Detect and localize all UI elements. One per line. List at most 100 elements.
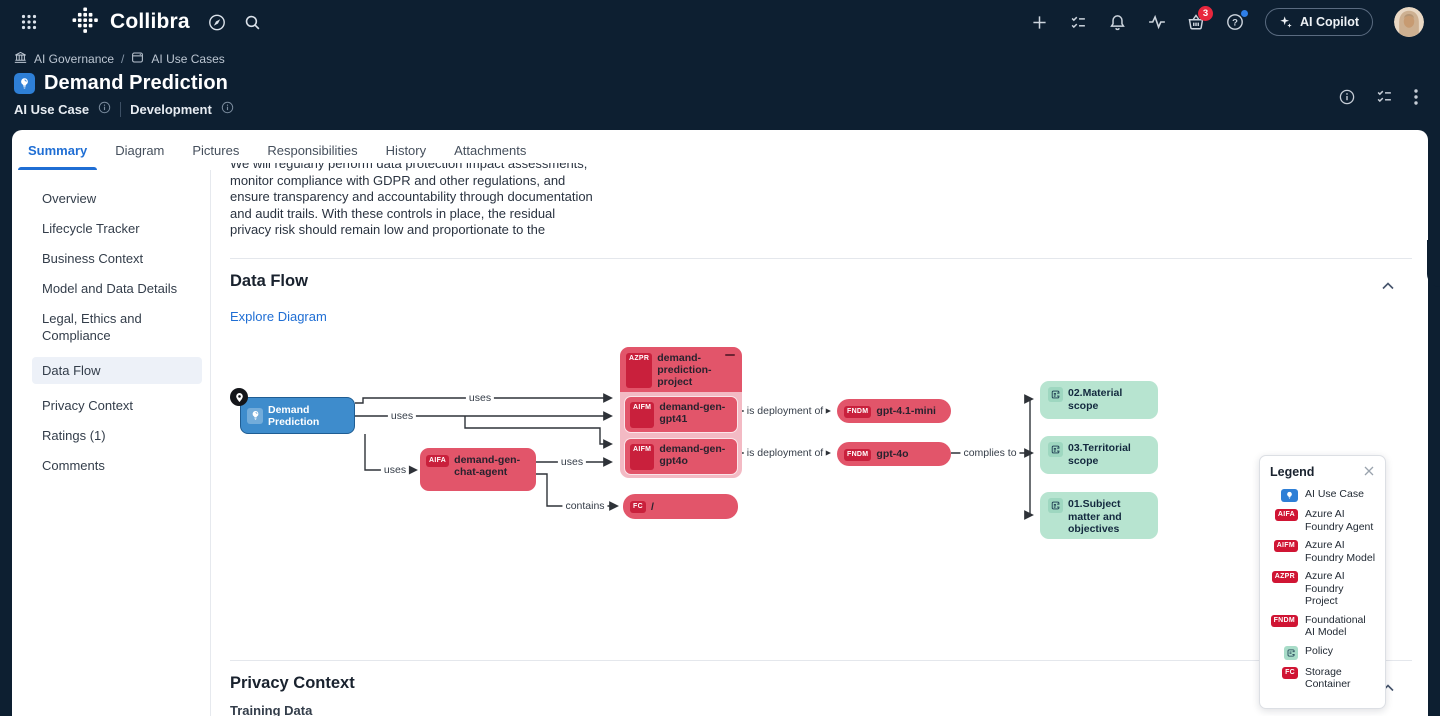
help-icon[interactable]: ? — [1226, 10, 1248, 31]
tasks-icon[interactable] — [1070, 13, 1088, 31]
node-azure-ai-foundry-project[interactable]: AZPR demand-prediction-project AIFM dema… — [620, 347, 742, 478]
node-policy-material-scope[interactable]: 02.Material scope — [1040, 381, 1158, 419]
map-pin-icon — [230, 388, 248, 406]
ai-use-case-icon — [14, 73, 35, 94]
ai-copilot-button[interactable]: AI Copilot — [1264, 8, 1373, 36]
sidebar-item-model-and-data-details[interactable]: Model and Data Details — [42, 281, 178, 296]
sidebar-item-business-context[interactable]: Business Context — [42, 251, 144, 266]
breadcrumb-ai-use-cases[interactable]: AI Use Cases — [151, 52, 225, 66]
sidebar-item-comments[interactable]: Comments — [42, 458, 105, 473]
aifm-badge: AIFM — [1273, 540, 1298, 552]
section-divider — [230, 258, 1412, 259]
sidebar-item-lifecycle-tracker[interactable]: Lifecycle Tracker — [42, 221, 140, 236]
sidebar-item-privacy-context[interactable]: Privacy Context — [42, 398, 134, 413]
legend-title: Legend — [1270, 465, 1315, 479]
legend-item-ai-use-case: AI Use Case — [1270, 488, 1376, 502]
edge-label-is-deployment-of: is deployment of — [743, 447, 827, 459]
close-icon[interactable] — [1364, 463, 1376, 476]
edge-fold-decoration — [1427, 240, 1440, 287]
collapse-data-flow-icon[interactable] — [1382, 277, 1394, 295]
aifm-badge: AIFM — [630, 402, 655, 428]
policy-scroll-icon — [1048, 442, 1063, 457]
app-launcher-icon[interactable] — [20, 13, 38, 31]
sidebar-item-legal-ethics-compliance[interactable]: Legal, Ethics and Compliance — [42, 311, 142, 343]
breadcrumb: AI Governance / AI Use Cases — [14, 51, 225, 67]
aifm-badge: AIFM — [630, 444, 655, 470]
data-flow-heading: Data Flow — [230, 272, 308, 290]
breadcrumb-separator: / — [121, 52, 125, 66]
legend-label: Foundational AI Model — [1305, 613, 1366, 639]
tab-responsibilities[interactable]: Responsibilities — [267, 142, 358, 158]
sidebar-item-data-flow[interactable]: Data Flow — [32, 357, 202, 384]
asset-group-icon — [131, 51, 144, 67]
legend-panel: Legend AI Use Case AIFA Azure AI Foundry… — [1259, 455, 1386, 709]
privacy-risk-paragraph-clip: We will regularly perform data protectio… — [230, 163, 598, 241]
tab-history[interactable]: History — [385, 142, 427, 158]
tab-attachments[interactable]: Attachments — [454, 142, 527, 158]
legend-item-fndm: FNDM Foundational AI Model — [1270, 614, 1376, 639]
user-avatar[interactable] — [1394, 7, 1424, 37]
node-aifm-demand-gen-gpt41[interactable]: AIFM demand-gen-gpt41 — [624, 396, 738, 433]
marketplace-icon[interactable]: 3 — [1187, 6, 1213, 31]
ai-use-case-badge-icon — [1281, 489, 1298, 502]
collibra-logo-mark-icon — [70, 5, 100, 40]
explore-diagram-link[interactable]: Explore Diagram — [230, 309, 327, 324]
fndm-badge: FNDM — [844, 448, 872, 461]
legend-item-aifa: AIFA Azure AI Foundry Agent — [1270, 508, 1376, 533]
marketplace-badge: 3 — [1197, 6, 1213, 21]
edge-label-contains: contains — [562, 500, 608, 512]
azpr-badge: AZPR — [1271, 571, 1298, 583]
legend-item-aifm: AIFM Azure AI Foundry Model — [1270, 539, 1376, 564]
fc-badge: FC — [1282, 666, 1298, 679]
sidebar-item-overview[interactable]: Overview — [42, 191, 97, 206]
legend-label: AI Use Case — [1305, 488, 1364, 500]
help-notification-dot — [1240, 10, 1248, 17]
asset-type-info-icon[interactable] — [98, 101, 111, 117]
edge-label-is-deployment-of: is deployment of — [743, 405, 827, 417]
domain-icon — [14, 51, 27, 67]
brand-wordmark: Collibra — [110, 10, 190, 33]
aifa-badge: AIFA — [426, 455, 450, 467]
node-ai-use-case-demand-prediction[interactable]: Demand Prediction — [240, 397, 355, 434]
kebab-menu-icon[interactable] — [1414, 88, 1418, 110]
asset-summary-card: Summary Diagram Pictures Responsibilitie… — [12, 130, 1428, 716]
node-label: gpt-4.1-mini — [876, 405, 936, 417]
node-fndm-gpt-41-mini[interactable]: FNDM gpt-4.1-mini — [837, 399, 951, 423]
top-navigation-bar: Collibra 3 ? AI Copi — [0, 0, 1440, 44]
legend-item-policy: Policy — [1270, 645, 1376, 660]
node-aifm-demand-gen-gpt4o[interactable]: AIFM demand-gen-gpt4o — [624, 438, 738, 475]
policy-badge-icon — [1284, 645, 1298, 660]
asset-info-icon[interactable] — [1339, 89, 1355, 110]
sidebar-item-ratings[interactable]: Ratings (1) — [42, 428, 106, 443]
compass-icon[interactable] — [208, 13, 226, 31]
checklist-icon[interactable] — [1376, 88, 1393, 110]
tab-summary[interactable]: Summary — [17, 130, 98, 170]
node-label: 02.Material scope — [1068, 387, 1123, 412]
edge-label-uses: uses — [465, 392, 495, 404]
node-label: demand-gen-gpt4o — [659, 443, 726, 467]
collibra-brand[interactable]: Collibra — [70, 5, 190, 40]
node-aifa-demand-gen-chat-agent[interactable]: AIFA demand-gen-chat-agent — [420, 448, 536, 491]
data-flow-diagram[interactable]: uses uses uses uses contains is deployme… — [228, 330, 1188, 652]
summary-section-nav: Overview Lifecycle Tracker Business Cont… — [32, 190, 202, 487]
node-policy-territorial-scope[interactable]: 03.Territorial scope — [1040, 436, 1158, 474]
status-info-icon[interactable] — [221, 101, 234, 117]
node-label: / — [650, 500, 654, 513]
notifications-bell-icon[interactable] — [1109, 13, 1127, 31]
breadcrumb-ai-governance[interactable]: AI Governance — [34, 52, 115, 66]
tab-pictures[interactable]: Pictures — [192, 142, 240, 158]
edge-label-uses: uses — [380, 464, 410, 476]
node-fndm-gpt-4o[interactable]: FNDM gpt-4o — [837, 442, 951, 466]
page-title: Demand Prediction — [44, 72, 228, 94]
tab-diagram[interactable]: Diagram — [115, 142, 165, 158]
collapse-node-button[interactable] — [725, 350, 735, 360]
edge-label-complies-to: complies to — [960, 447, 1020, 459]
sparkle-icon — [1280, 16, 1292, 28]
search-icon[interactable] — [244, 13, 262, 31]
create-plus-icon[interactable] — [1031, 13, 1049, 31]
tab-bar: Summary Diagram Pictures Responsibilitie… — [17, 130, 527, 170]
activity-icon[interactable] — [1148, 13, 1166, 31]
svg-text:?: ? — [1232, 17, 1238, 28]
node-policy-subject-matter[interactable]: 01.Subject matter and objectives — [1040, 492, 1158, 539]
node-storage-container[interactable]: FC / — [623, 494, 738, 519]
